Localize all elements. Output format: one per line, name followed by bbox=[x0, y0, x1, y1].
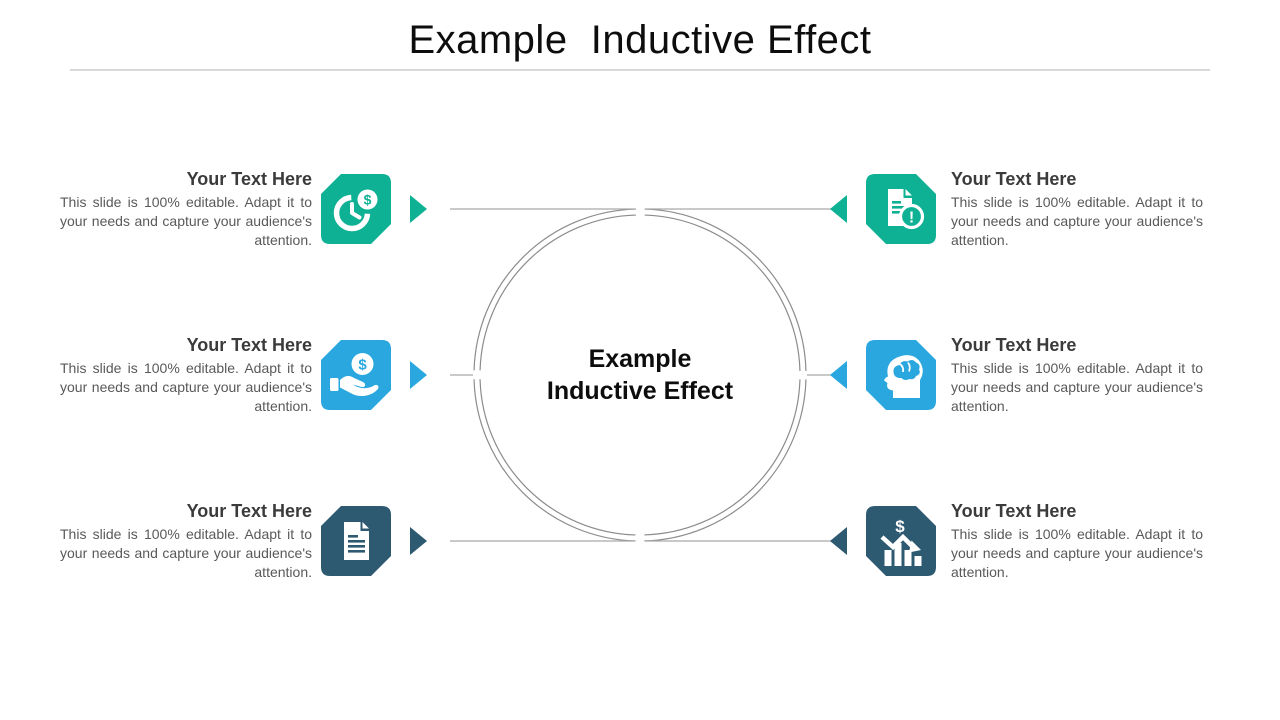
item-right-2-text: Your Text Here This slide is 100% editab… bbox=[951, 335, 1203, 416]
item-body: This slide is 100% editable. Adapt it to… bbox=[60, 193, 312, 248]
item-left-2: Your Text Here This slide is 100% editab… bbox=[60, 331, 450, 419]
item-right-3: $ Your Text Here This slide is 100% edit… bbox=[830, 497, 1226, 585]
svg-text:$: $ bbox=[895, 517, 905, 536]
item-body: This slide is 100% editable. Adapt it to… bbox=[951, 193, 1203, 248]
clock-dollar-icon: $ bbox=[321, 174, 391, 244]
item-right-3-text: Your Text Here This slide is 100% editab… bbox=[951, 501, 1203, 582]
document-icon bbox=[321, 506, 391, 576]
arrow-right-icon bbox=[410, 195, 427, 223]
item-left-1: Your Text Here This slide is 100% editab… bbox=[60, 165, 450, 253]
declining-bar-chart-icon: $ bbox=[866, 506, 936, 576]
center-label-line2: Inductive Effect bbox=[546, 377, 734, 405]
item-body: This slide is 100% editable. Adapt it to… bbox=[60, 525, 312, 580]
slide-title: Example Inductive Effect bbox=[408, 18, 872, 62]
item-right-1: ! Your Text Here This slide is 100% edit… bbox=[830, 165, 1226, 253]
item-left-3-text: Your Text Here This slide is 100% editab… bbox=[60, 501, 312, 582]
item-body: This slide is 100% editable. Adapt it to… bbox=[951, 525, 1203, 580]
arrow-left-icon bbox=[830, 195, 847, 223]
svg-text:!: ! bbox=[909, 210, 914, 227]
connector-lines bbox=[450, 208, 832, 542]
center-label-line1: Example bbox=[588, 345, 692, 373]
title-divider bbox=[70, 69, 1210, 71]
item-body: This slide is 100% editable. Adapt it to… bbox=[951, 359, 1203, 414]
item-body: This slide is 100% editable. Adapt it to… bbox=[60, 359, 312, 414]
arrow-right-icon bbox=[410, 361, 427, 389]
item-heading: Your Text Here bbox=[186, 168, 312, 189]
item-heading: Your Text Here bbox=[951, 168, 1077, 189]
center-label: Example Inductive Effect bbox=[490, 343, 790, 407]
arrow-left-icon bbox=[830, 361, 847, 389]
item-heading: Your Text Here bbox=[951, 334, 1077, 355]
arrow-right-icon bbox=[410, 527, 427, 555]
item-left-3: Your Text Here This slide is 100% editab… bbox=[60, 497, 450, 585]
item-heading: Your Text Here bbox=[186, 500, 312, 521]
svg-text:$: $ bbox=[364, 192, 372, 208]
item-right-2: Your Text Here This slide is 100% editab… bbox=[830, 331, 1226, 419]
svg-text:$: $ bbox=[358, 357, 367, 374]
document-alert-icon: ! bbox=[866, 174, 936, 244]
item-left-2-text: Your Text Here This slide is 100% editab… bbox=[60, 335, 312, 416]
item-heading: Your Text Here bbox=[186, 334, 312, 355]
arrow-left-icon bbox=[830, 527, 847, 555]
head-brain-icon bbox=[866, 340, 936, 410]
hand-coin-icon: $ bbox=[321, 340, 391, 410]
item-heading: Your Text Here bbox=[951, 500, 1077, 521]
item-left-1-text: Your Text Here This slide is 100% editab… bbox=[60, 169, 312, 250]
item-right-1-text: Your Text Here This slide is 100% editab… bbox=[951, 169, 1203, 250]
